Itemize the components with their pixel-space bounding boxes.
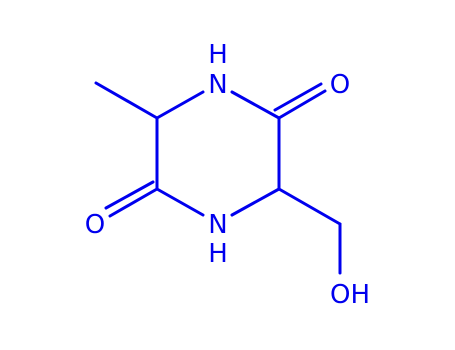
bond-carbonyl-top-1 bbox=[277, 89, 327, 120]
label-nh-top-n: N bbox=[208, 70, 227, 100]
bond-c-n-bottom bbox=[230, 187, 281, 217]
label-o-top: O bbox=[330, 70, 350, 100]
bond-c-ch2 bbox=[277, 187, 342, 226]
label-nh-bottom-n: N bbox=[208, 210, 227, 240]
bond-carbonyl-top-2 bbox=[273, 82, 323, 112]
bond-carbonyl-left-1 bbox=[108, 187, 159, 218]
label-nh-top-h: H bbox=[208, 40, 228, 70]
label-nh-bottom-h: H bbox=[208, 239, 228, 269]
bond-n-top-carbonyl bbox=[230, 90, 281, 120]
bond-carbonyl-left-2 bbox=[104, 180, 155, 210]
bond-c-n-top bbox=[155, 90, 205, 120]
bond-methyl bbox=[94, 81, 159, 120]
label-oh: OH bbox=[330, 280, 370, 310]
label-o-left: O bbox=[85, 210, 105, 240]
bond-n-bottom-carbonyl bbox=[155, 187, 205, 217]
bonds bbox=[94, 81, 342, 275]
atom-labels: H N O O N H OH bbox=[85, 40, 370, 310]
